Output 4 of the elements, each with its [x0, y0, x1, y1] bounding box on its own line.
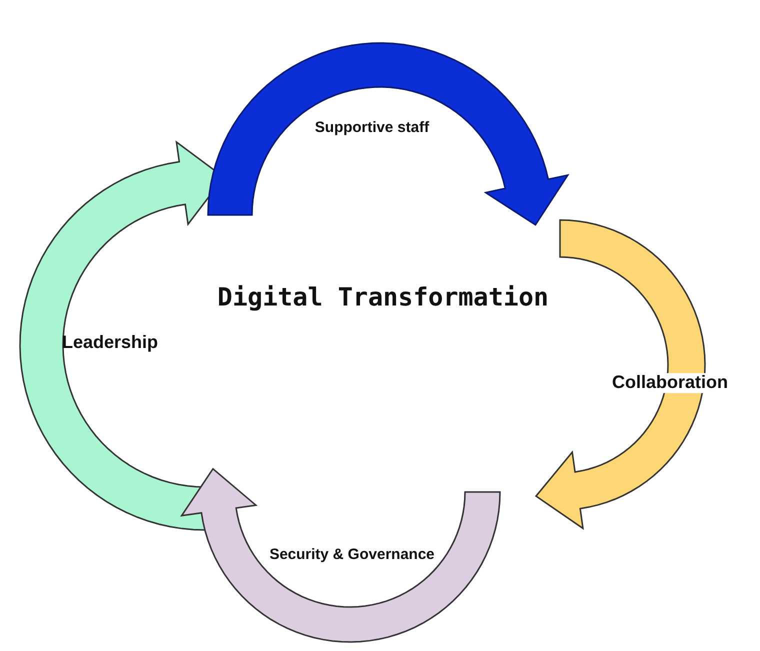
arrow-label: Collaboration — [612, 373, 728, 393]
center-title: Digital Transformation — [217, 283, 549, 311]
arrow-label: Supportive staff — [314, 120, 430, 136]
arrow-label: Security & Governance — [269, 546, 435, 564]
